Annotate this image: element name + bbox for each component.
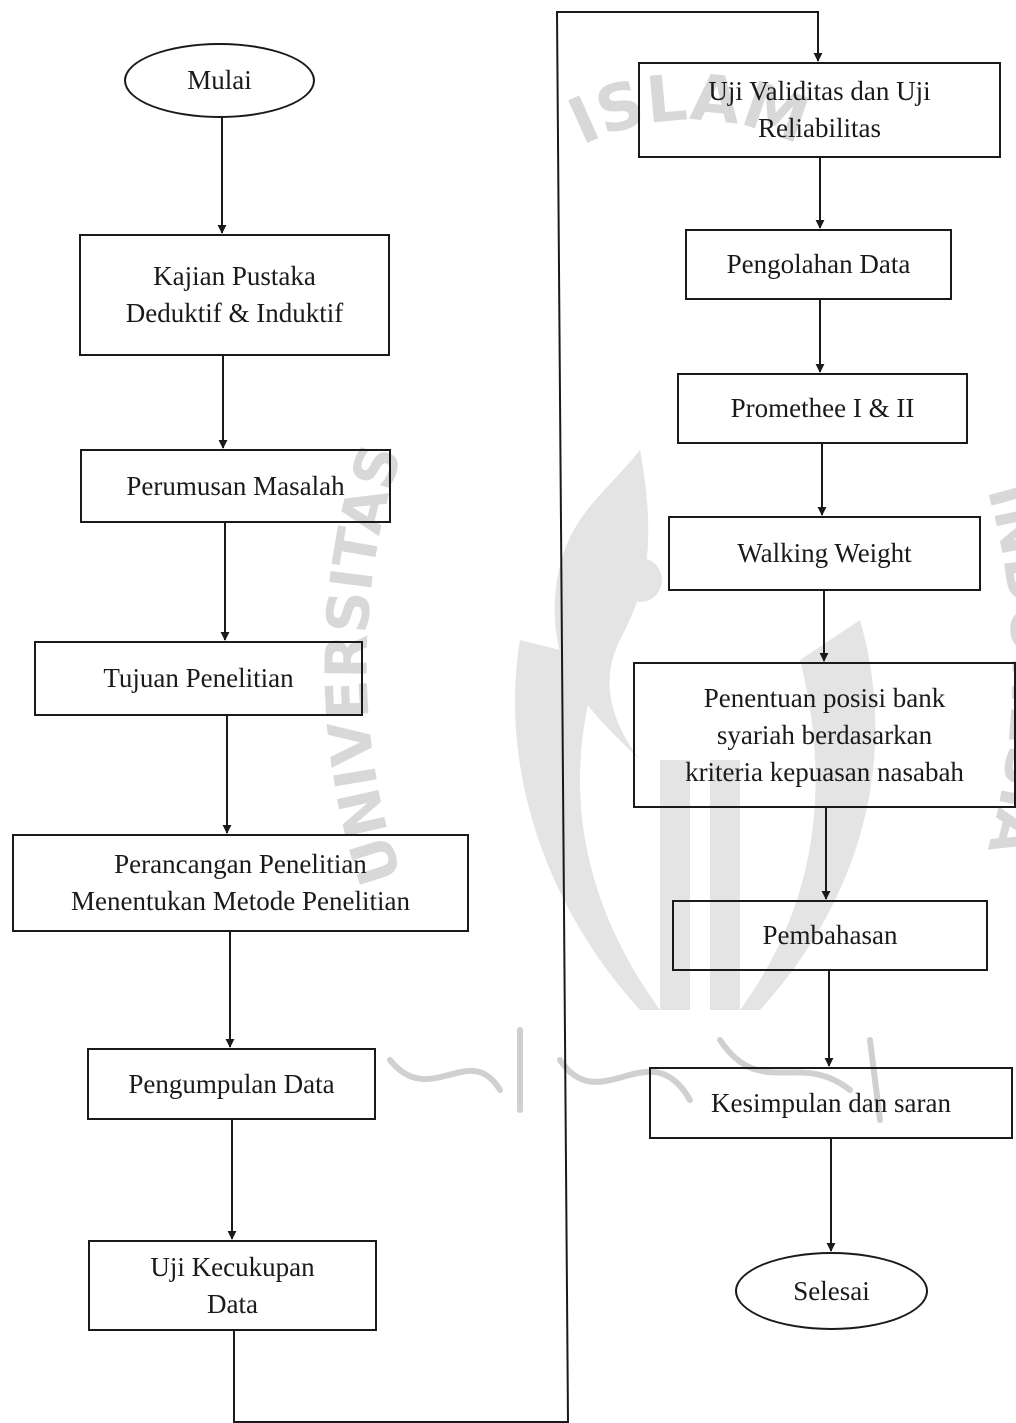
start-node: Mulai xyxy=(124,43,315,118)
watermark-emblem-shape xyxy=(515,640,660,1010)
process-box-label: Pengolahan Data xyxy=(726,249,911,279)
process-box-kesimpulan-saran: Kesimpulan dan saran xyxy=(649,1067,1013,1139)
process-box-label: Penentuan posisi bank syariah berdasarka… xyxy=(685,682,964,787)
watermark-emblem-dot xyxy=(618,558,662,602)
process-box-kajian-pustaka: Kajian Pustaka Deduktif & Induktif xyxy=(79,234,390,356)
loop-connector xyxy=(233,11,823,1423)
process-box-label: Kesimpulan dan saran xyxy=(711,1087,951,1118)
process-box-uji-validitas: Uji Validitas dan Uji Reliabilitas xyxy=(638,62,1001,158)
end-node: Selesai xyxy=(735,1252,928,1330)
process-box-walking-weight: Walking Weight xyxy=(668,516,981,591)
process-box-label: Uji Kecukupan Data xyxy=(150,1251,315,1319)
process-box-pengolahan-data: Pengolahan Data xyxy=(685,229,952,300)
watermark-emblem-pillar xyxy=(660,760,690,1010)
process-box-label: Perancangan Penelitian Menentukan Metode… xyxy=(71,849,410,916)
process-box-label: Tujuan Penelitian xyxy=(103,663,294,693)
watermark-arabic-script xyxy=(387,1027,883,1123)
watermark-emblem-shape xyxy=(740,620,876,1010)
process-box-pembahasan: Pembahasan xyxy=(672,900,988,971)
process-box-label: Pengumpulan Data xyxy=(128,1068,335,1099)
process-box-label: Perumusan Masalah xyxy=(126,470,345,501)
end-node-label: Selesai xyxy=(793,1275,870,1306)
watermark-emblem-pillar xyxy=(710,760,740,1010)
process-box-perumusan-masalah: Perumusan Masalah xyxy=(80,449,391,523)
process-box-label: Promethee I & II xyxy=(730,393,915,423)
process-box-pengumpulan-data: Pengumpulan Data xyxy=(87,1048,376,1120)
process-box-label: Walking Weight xyxy=(737,538,912,568)
process-box-label: Kajian Pustaka Deduktif & Induktif xyxy=(125,261,344,328)
process-box-label: Uji Validitas dan Uji Reliabilitas xyxy=(708,76,931,143)
process-box-promethee: Promethee I & II xyxy=(677,373,968,444)
process-box-tujuan-penelitian: Tujuan Penelitian xyxy=(34,641,363,716)
process-box-label: Pembahasan xyxy=(762,920,898,950)
process-box-uji-kecukupan-data: Uji Kecukupan Data xyxy=(88,1240,377,1331)
process-box-perancangan-penelitian: Perancangan Penelitian Menentukan Metode… xyxy=(12,834,469,932)
start-node-label: Mulai xyxy=(187,65,252,95)
process-box-penentuan-posisi: Penentuan posisi bank syariah berdasarka… xyxy=(633,662,1016,808)
